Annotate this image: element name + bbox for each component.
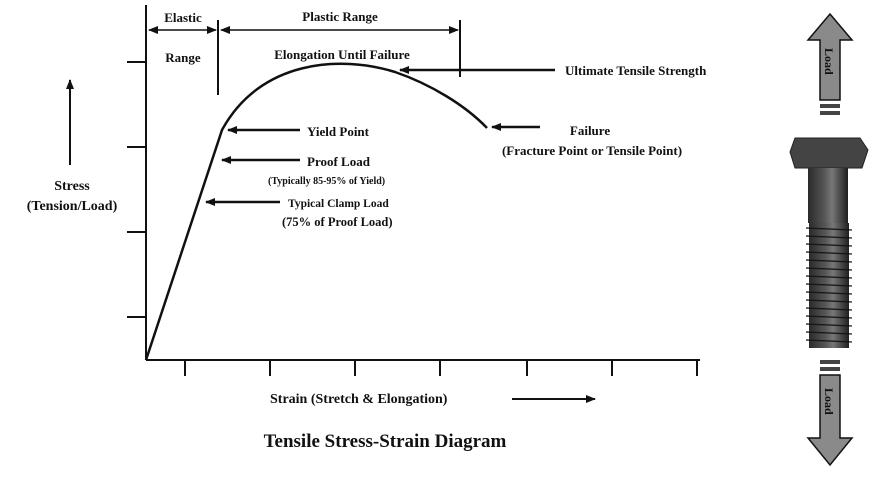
stress-label: Stress [54,179,90,194]
stress-sublabel: (Tension/Load) [27,199,118,214]
strain-label: Strain (Stretch & Elongation) [270,392,448,407]
load-bottom-label: Load [822,388,836,415]
stress-strain-curve [144,62,488,361]
diagram-title: Tensile Stress-Strain Diagram [264,431,507,452]
plastic-range-label: Plastic Range [302,9,378,24]
elongation-label: Elongation Until Failure [274,47,410,62]
y-ticks [127,61,146,318]
proof-label: Proof Load [307,154,371,169]
load-up-arrow [806,12,854,101]
failure-note: (Fracture Point or Tensile Point) [502,143,682,158]
failure-label: Failure [570,123,610,138]
elastic-label: Elastic [164,10,202,25]
range-label: Range [165,50,201,65]
clamp-note: (75% of Proof Load) [282,215,393,229]
ultimate-label: Ultimate Tensile Strength [565,63,707,78]
load-down-arrow [806,374,854,467]
proof-note: (Typically 85-95% of Yield) [268,176,385,187]
clamp-label: Typical Clamp Load [288,198,389,210]
bolt-illustration: Load Load [789,12,869,467]
x-ticks [184,360,698,376]
yield-label: Yield Point [307,124,370,139]
load-top-label: Load [822,48,836,75]
